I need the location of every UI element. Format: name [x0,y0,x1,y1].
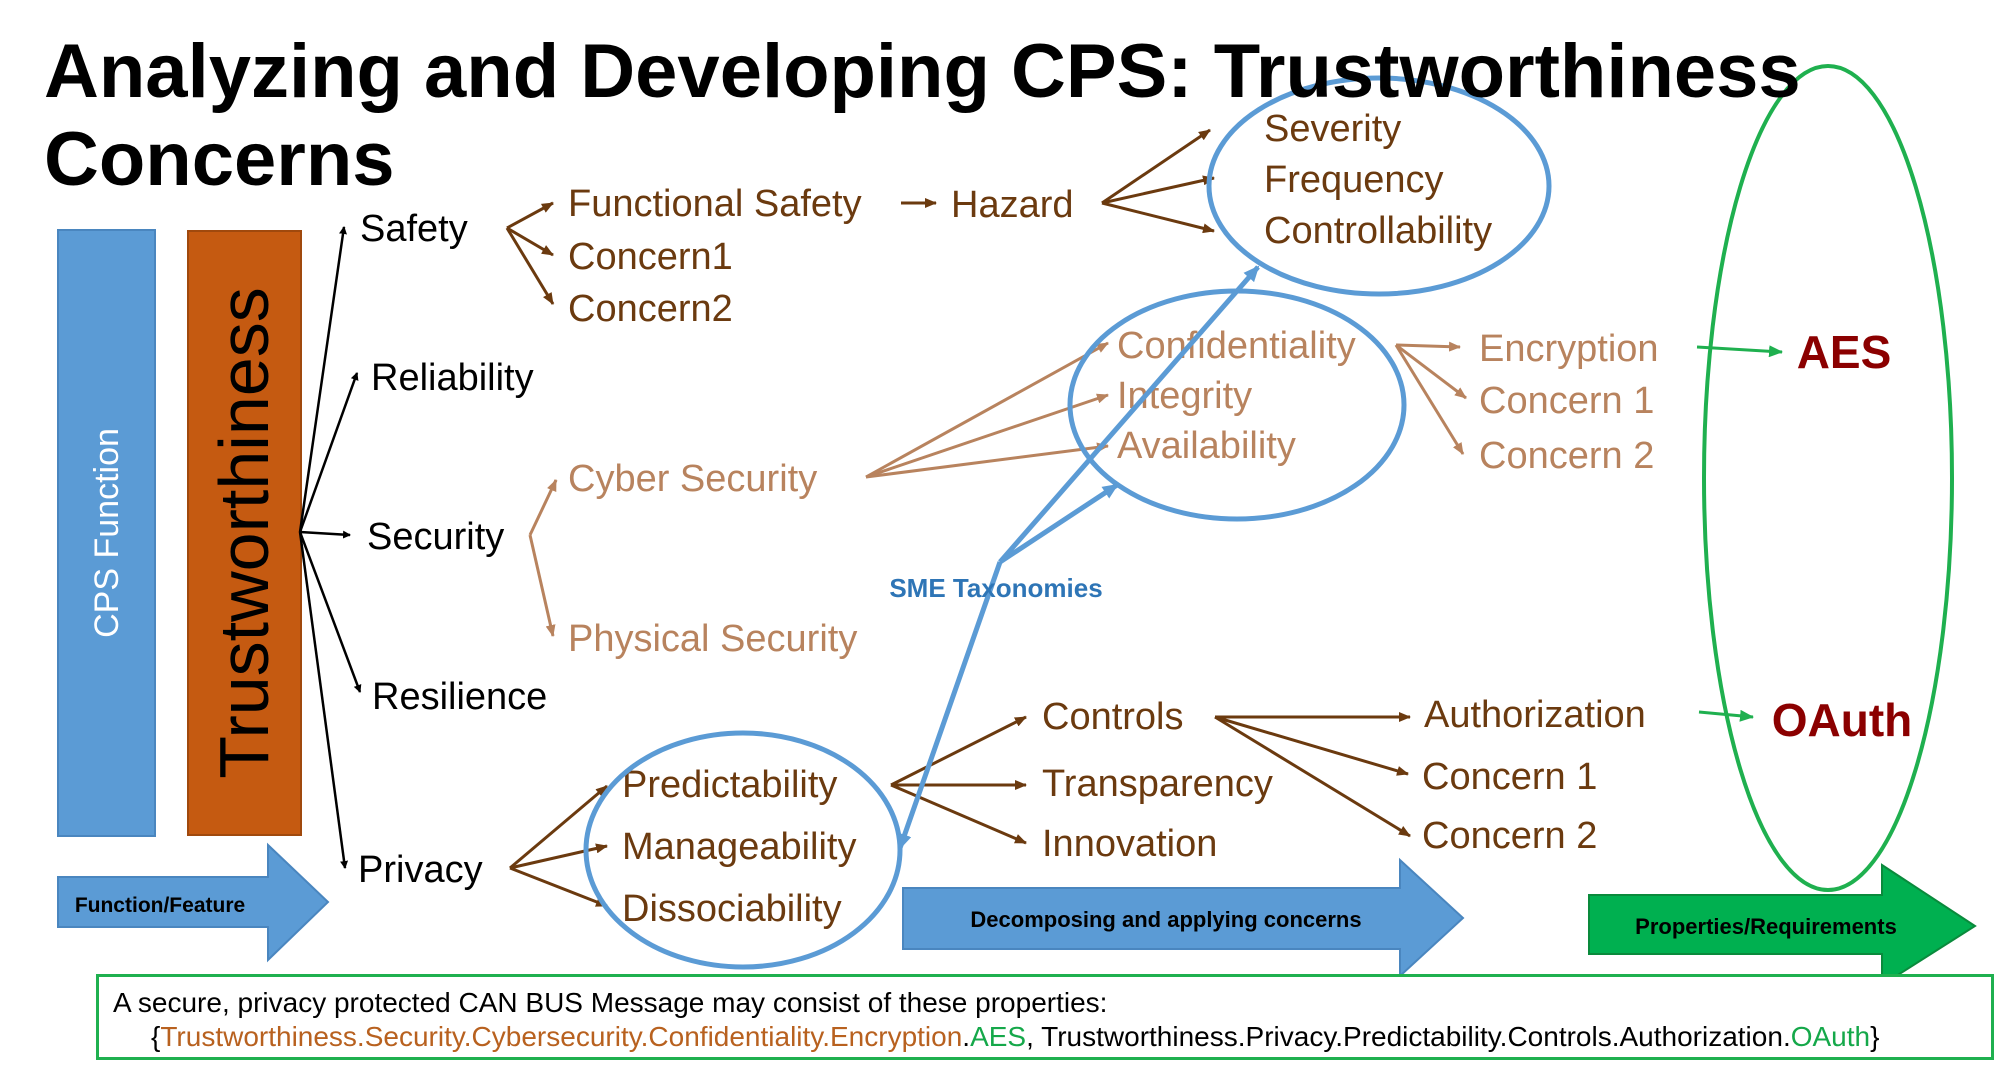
decomposing-label: Decomposing and applying concerns [970,907,1361,932]
dot-1: . [962,1021,971,1052]
requirement-arrows [1696,345,1783,722]
controls-label: Controls [1042,696,1184,738]
control-concern2-label: Concern 2 [1422,815,1597,857]
requirements-ellipse [1702,64,1954,892]
confidentiality-label: Confidentiality [1117,325,1356,367]
physical-security-label: Physical Security [568,618,857,660]
aes-ref: AES [970,1021,1027,1052]
property-resilience: Resilience [372,676,547,718]
transparency-label: Transparency [1042,763,1273,805]
hazard-factors-ellipse [1206,75,1552,297]
properties-requirements-arrow [1588,863,1977,987]
manageability-label: Manageability [622,826,856,868]
privacy-path: Trustworthiness.Privacy.Predictability.C… [1041,1021,1783,1052]
oauth-ref: OAuth [1790,1021,1871,1052]
property-safety: Safety [360,208,468,250]
cps-function-label: CPS Function [88,428,126,638]
function-feature-arrow [57,842,330,963]
example-intro: A secure, privacy protected CAN BUS Mess… [113,987,1108,1018]
predictability-label: Predictability [622,764,837,806]
trustworthiness-label: Trustworthiness [205,287,283,778]
integrity-label: Integrity [1117,375,1252,417]
property-privacy: Privacy [358,849,483,891]
trustworthiness-block [187,230,302,836]
dot-2: . [1782,1021,1791,1052]
property-security: Security [367,516,504,558]
slide-title: Analyzing and Developing CPS: Trustworth… [44,29,1801,202]
sme-arrows [897,265,1260,850]
safety-concern1-label: Concern1 [568,236,733,278]
safety-concern2-label: Concern2 [568,288,733,330]
controllability-label: Controllability [1264,210,1492,252]
trust-to-property-arrows [298,226,362,869]
control-concern1-label: Concern 1 [1422,756,1597,798]
function-feature-label: Function/Feature [75,894,245,917]
cyber-security-label: Cyber Security [568,458,817,500]
sme-taxonomies-label: SME Taxonomies [889,573,1102,603]
example-properties: {Trustworthiness.Security.Cybersecurity.… [151,1021,1879,1053]
example-box: A secure, privacy protected CAN BUS Mess… [96,974,1994,1060]
encryption-label: Encryption [1479,328,1659,370]
dissociability-label: Dissociability [622,888,842,930]
conf-concern1-label: Concern 1 [1479,380,1654,422]
oauth-requirement: OAuth [1772,694,1913,746]
properties-requirements-label: Properties/Requirements [1635,914,1897,939]
availability-label: Availability [1117,425,1296,467]
aes-requirement: AES [1797,326,1892,378]
innovation-label: Innovation [1042,823,1217,865]
severity-label: Severity [1264,108,1401,150]
functional-safety-label: Functional Safety [568,183,862,225]
conf-concern2-label: Concern 2 [1479,435,1654,477]
hazard-label: Hazard [951,184,1074,226]
security-path: Trustworthiness.Security.Cybersecurity.C… [160,1021,963,1052]
privacy-objectives-ellipse [583,730,903,970]
cps-function-block [57,229,156,837]
separator: , [1026,1021,1042,1052]
authorization-label: Authorization [1424,694,1646,736]
brace-close: } [1870,1021,1880,1052]
brace-open: { [151,1021,161,1052]
property-reliability: Reliability [371,357,534,399]
decomposing-arrow [902,857,1465,979]
frequency-label: Frequency [1264,159,1444,201]
privacy-arrows [509,712,1411,908]
safety-arrows [505,128,1215,305]
